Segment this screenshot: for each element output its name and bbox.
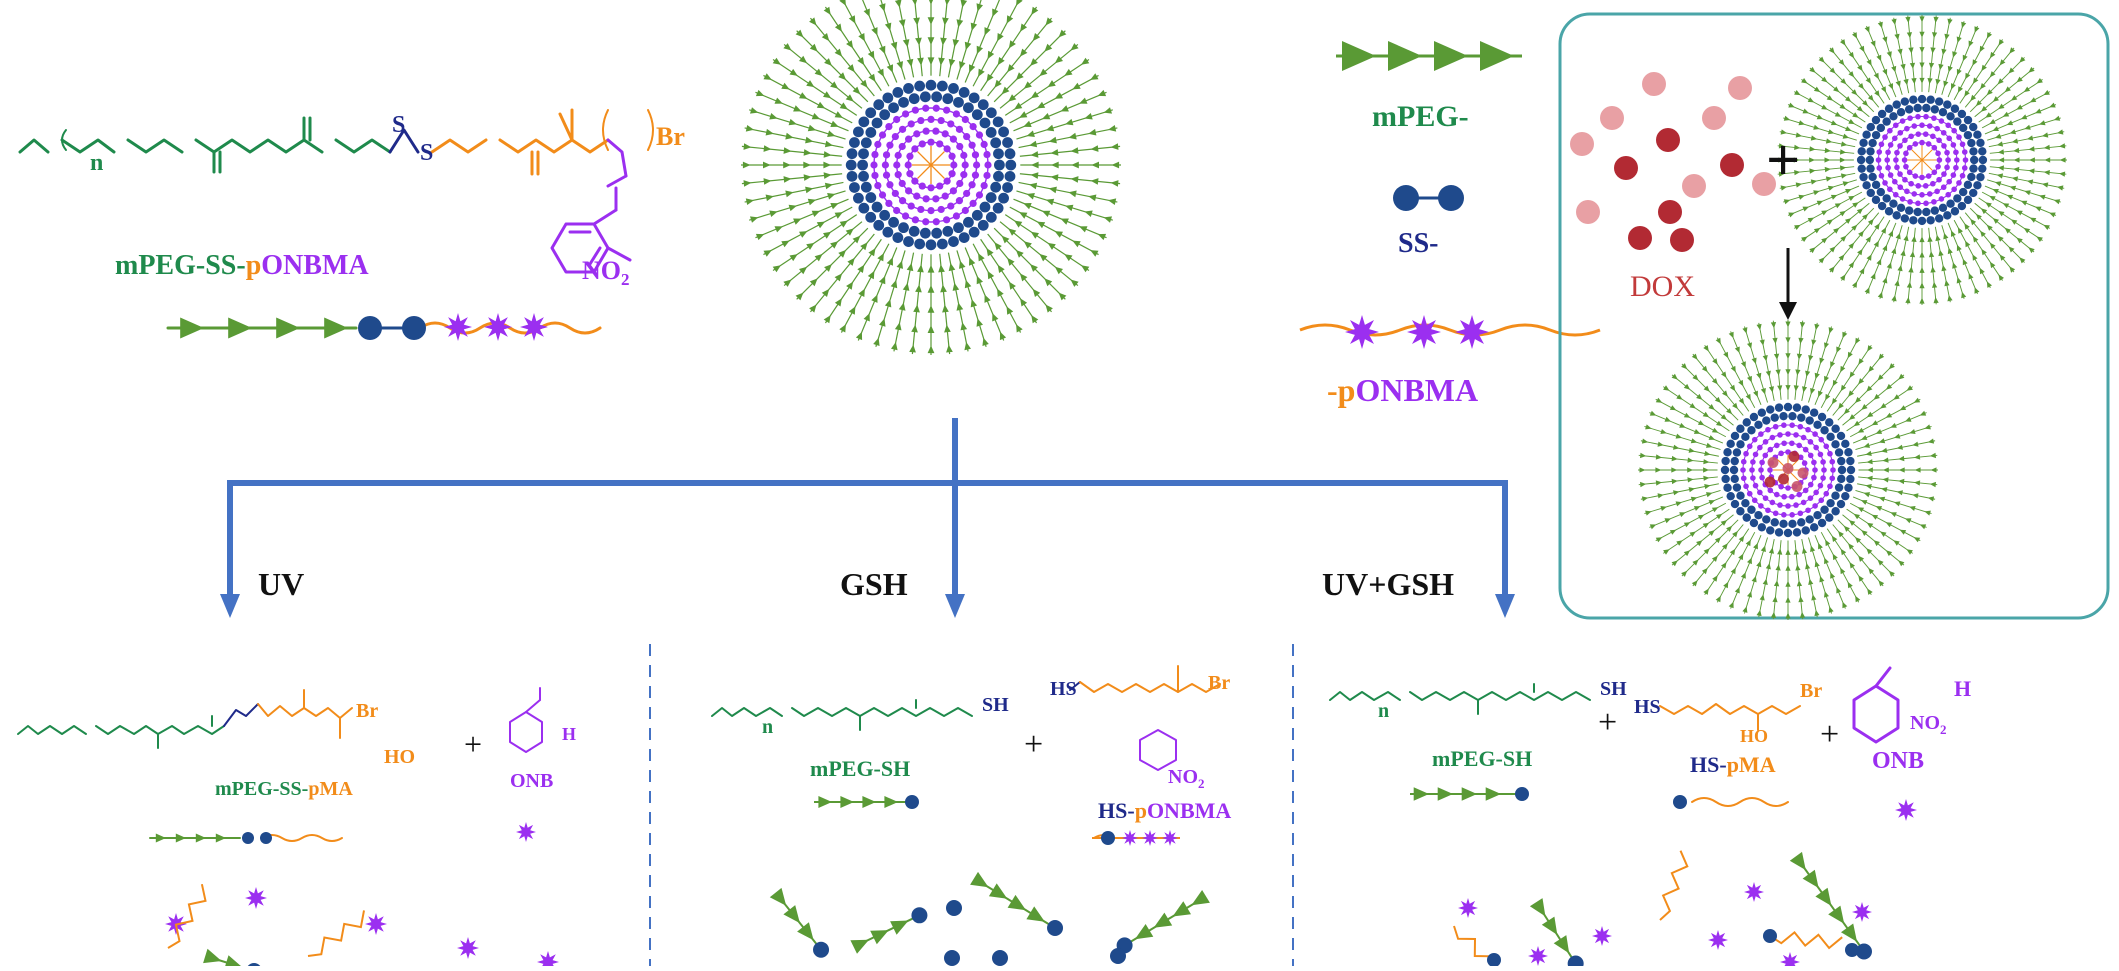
uvgsh-sh-label: SH [1600,678,1627,700]
gsh-n-label: n [762,716,774,738]
uvgsh-onb-label: ONB [1872,748,1925,774]
uv-plus-sign: + [464,726,483,762]
structure-mpeg-ss-ponbma [18,108,654,335]
uvgsh-n-label: n [1378,700,1390,722]
column-dividers [649,644,1294,966]
uvgsh-plus2: + [1820,716,1840,753]
product-icons [155,787,1917,846]
uvgsh-br-label: Br [1800,680,1823,702]
uv-polymer-label: mPEG-SS-pMA [215,778,353,800]
gsh-no2-label: NO2 [1168,766,1205,791]
legend-ss-label: SS- [1398,228,1439,259]
uvgsh-ho-label: HO [1740,726,1769,746]
branch-uvgsh-label: UV+GSH [1322,566,1455,602]
legend-mpeg-icon [1336,41,1522,71]
gsh-plus-sign: + [1024,726,1044,763]
gsh-mpeg-sh-label: mPEG-SH [810,756,911,781]
polymer-chain-icon-full [180,313,548,341]
branch-arrows [227,418,1508,596]
plus-sign: + [1766,127,1801,193]
uvgsh-no2-label: NO2 [1910,712,1947,737]
chem-no2-label: NO2 [582,256,630,290]
uvgsh-plus1: + [1598,704,1618,741]
dox-loading-box [1558,12,2110,620]
uvgsh-hs-label: HS [1634,696,1661,718]
legend-mpeg-label: mPEG- [1372,100,1469,133]
chem-s2-label: S [420,140,434,166]
chem-n-label: n [90,150,104,176]
dox-molecules-cluster [1570,72,1776,252]
uvgsh-hs-pma-label: HS-pMA [1690,752,1776,777]
gsh-br-label: Br [1208,672,1231,694]
chem-s1-label: S [392,112,406,138]
polymer-name-label: mPEG-SS-pONBMA [115,250,369,281]
arrowheads [220,594,1515,618]
dox-label: DOX [1630,270,1695,303]
micelle-dox-loaded-graphic [1638,320,1938,620]
degraded-fragments [165,850,1872,971]
micelle-empty-graphic [1777,15,2067,305]
chem-br-label: Br [656,122,685,151]
uv-onb-h-label: H [562,724,577,744]
uvgsh-onb-h-label: H [1954,676,1972,701]
branch-gsh-label: GSH [840,566,908,602]
uv-onb-label: ONB [510,770,554,792]
legend-ponbma-label: -pONBMA [1327,372,1479,408]
uv-ho-label: HO [384,746,416,768]
gsh-hs-ponbma-label: HS-pONBMA [1098,798,1232,823]
structures-products [17,665,1900,842]
gsh-sh-label: SH [982,694,1009,716]
micelle-center-graphic [741,0,1121,355]
uv-br-label: Br [356,700,379,722]
legend-ponbma-icon [1299,315,1601,349]
gsh-hs-label: HS [1050,678,1077,700]
branch-uv-label: UV [258,566,305,602]
legend-ss-icon [1393,185,1464,211]
uvgsh-mpeg-sh-label: mPEG-SH [1432,746,1533,771]
down-arrow-icon [1779,248,1797,320]
